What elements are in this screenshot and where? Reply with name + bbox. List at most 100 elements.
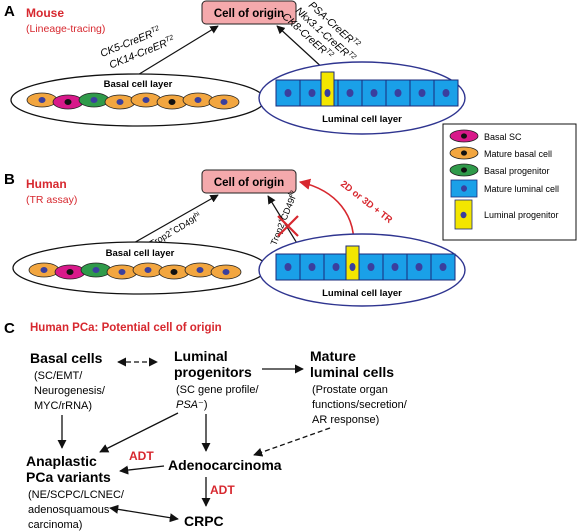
panel-b-luminal-layer-label: Luminal cell layer — [322, 288, 402, 299]
progenitor-to-anaplastic-arrow — [99, 412, 179, 453]
panel-b-culture-label: 2D or 3D + TR — [338, 179, 394, 226]
mature-luminal-title: Mature — [310, 348, 356, 364]
anaplastic-crpc-arrow — [109, 504, 179, 523]
nucleus — [461, 185, 467, 192]
nucleus — [394, 89, 402, 97]
nucleus — [64, 99, 72, 105]
panel-b-species: Human — [26, 177, 67, 191]
anaplastic-title: Anaplastic — [26, 453, 97, 469]
nucleus — [168, 99, 176, 105]
mature-luminal-title: luminal cells — [310, 364, 394, 380]
adenocarcinoma-node: Adenocarcinoma — [168, 457, 282, 473]
nucleus — [415, 263, 423, 271]
panel-b-letter: B — [4, 171, 15, 188]
panel-b: B Human (TR assay) Cell of origin Trop2+… — [4, 169, 466, 307]
panel-a-species: Mouse — [26, 6, 64, 20]
nucleus — [194, 97, 202, 103]
adt-label-crpc: ADT — [210, 483, 235, 497]
legend-item-mature-basal: Mature basal cell — [449, 146, 552, 160]
panel-c-title: Human PCa: Potential cell of origin — [30, 322, 222, 334]
nucleus — [170, 269, 178, 275]
anaplastic-line: (NE/SCPC/LCNEC/ — [28, 489, 125, 501]
adeno-to-anaplastic-arrow — [119, 465, 165, 475]
nucleus — [461, 133, 467, 139]
adt-label-anaplastic: ADT — [129, 449, 154, 463]
node-basal-cells: Basal cells (SC/EMT/ Neurogenesis/ MYC/r… — [30, 350, 106, 412]
panel-b-luminal-cells — [275, 245, 456, 281]
panel-a-basal-cells — [26, 92, 240, 110]
mature-luminal-line: AR response) — [312, 414, 379, 426]
nucleus — [38, 97, 46, 103]
mature-luminal-line: (Prostate organ — [312, 384, 388, 396]
nucleus — [308, 263, 316, 271]
nucleus — [66, 269, 74, 275]
panel-a-luminal-cells — [275, 71, 459, 107]
nucleus — [332, 263, 340, 271]
luminal-progenitors-line: PSA⁻) — [176, 399, 208, 411]
nucleus — [461, 167, 467, 173]
panel-b-basal-cells — [28, 262, 242, 280]
panel-a-origin-label: Cell of origin — [214, 8, 284, 20]
basal-cells-line: MYC/rRNA) — [34, 400, 92, 412]
luminal-progenitors-line: (SC gene profile/ — [176, 384, 259, 396]
nucleus — [391, 263, 399, 271]
panel-b-origin-box — [201, 169, 297, 194]
node-anaplastic: Anaplastic PCa variants (NE/SCPC/LCNEC/ … — [26, 453, 125, 531]
mature-luminal-line: functions/secretion/ — [312, 399, 408, 411]
anaplastic-line: adenosquamous — [28, 504, 110, 516]
nucleus — [90, 97, 98, 103]
panel-a-basal-drivers: CK5-CreERT2 CK14-CreERT2 — [99, 25, 175, 71]
nucleus — [346, 89, 354, 97]
nucleus — [142, 97, 150, 103]
panel-a-luminal-layer-label: Luminal cell layer — [322, 114, 402, 125]
legend: Basal SC Mature basal cell Basal progeni… — [442, 123, 577, 241]
nucleus — [370, 89, 378, 97]
legend-item-luminal-progenitor: Luminal progenitor — [454, 199, 559, 230]
nucleus — [461, 150, 467, 156]
legend-item-basal-sc: Basal SC — [449, 129, 522, 143]
basal-cells-line: Neurogenesis/ — [34, 385, 106, 397]
nucleus — [439, 263, 447, 271]
luminal-progenitors-title: Luminal — [174, 348, 228, 364]
nucleus — [284, 263, 292, 271]
node-luminal-progenitors: Luminal progenitors (SC gene profile/ PS… — [174, 348, 259, 411]
mature-to-adenocarcinoma-arrow — [253, 427, 331, 457]
anaplastic-line: carcinoma) — [28, 519, 82, 531]
nucleus — [92, 267, 100, 273]
nucleus — [222, 269, 230, 275]
panel-b-method: (TR assay) — [26, 194, 77, 206]
panel-c-letter: C — [4, 320, 15, 337]
nucleus — [118, 269, 126, 275]
nucleus — [418, 89, 426, 97]
legend-label: Mature luminal cell — [484, 184, 559, 194]
legend-item-mature-luminal: Mature luminal cell — [450, 179, 559, 198]
legend-label: Luminal progenitor — [484, 210, 559, 220]
blocked-x-icon — [277, 215, 299, 237]
nucleus — [367, 263, 375, 271]
nucleus — [40, 267, 48, 273]
legend-label: Basal SC — [484, 132, 522, 142]
nucleus — [324, 89, 331, 97]
nucleus — [220, 99, 228, 105]
basal-cells-line: (SC/EMT/ — [34, 370, 83, 382]
panel-b-origin-label: Cell of origin — [214, 177, 284, 189]
nucleus — [308, 89, 316, 97]
legend-label: Mature basal cell — [484, 149, 552, 159]
luminal-progenitors-title: progenitors — [174, 364, 252, 380]
nucleus — [116, 99, 124, 105]
nucleus — [349, 263, 356, 271]
nucleus — [144, 267, 152, 273]
panel-b-basal-layer-label: Basal cell layer — [106, 248, 175, 259]
nucleus — [442, 89, 450, 97]
anaplastic-title: PCa variants — [26, 469, 111, 485]
legend-item-basal-progenitor: Basal progenitor — [449, 163, 550, 177]
legend-label: Basal progenitor — [484, 166, 550, 176]
nucleus — [196, 267, 204, 273]
crpc-node: CRPC — [184, 513, 224, 529]
panel-a-method: (Lineage-tracing) — [26, 23, 105, 35]
panel-a-origin-box — [201, 0, 297, 25]
panel-a-basal-arrow — [135, 25, 219, 77]
nucleus — [284, 89, 292, 97]
nucleus — [460, 211, 467, 219]
